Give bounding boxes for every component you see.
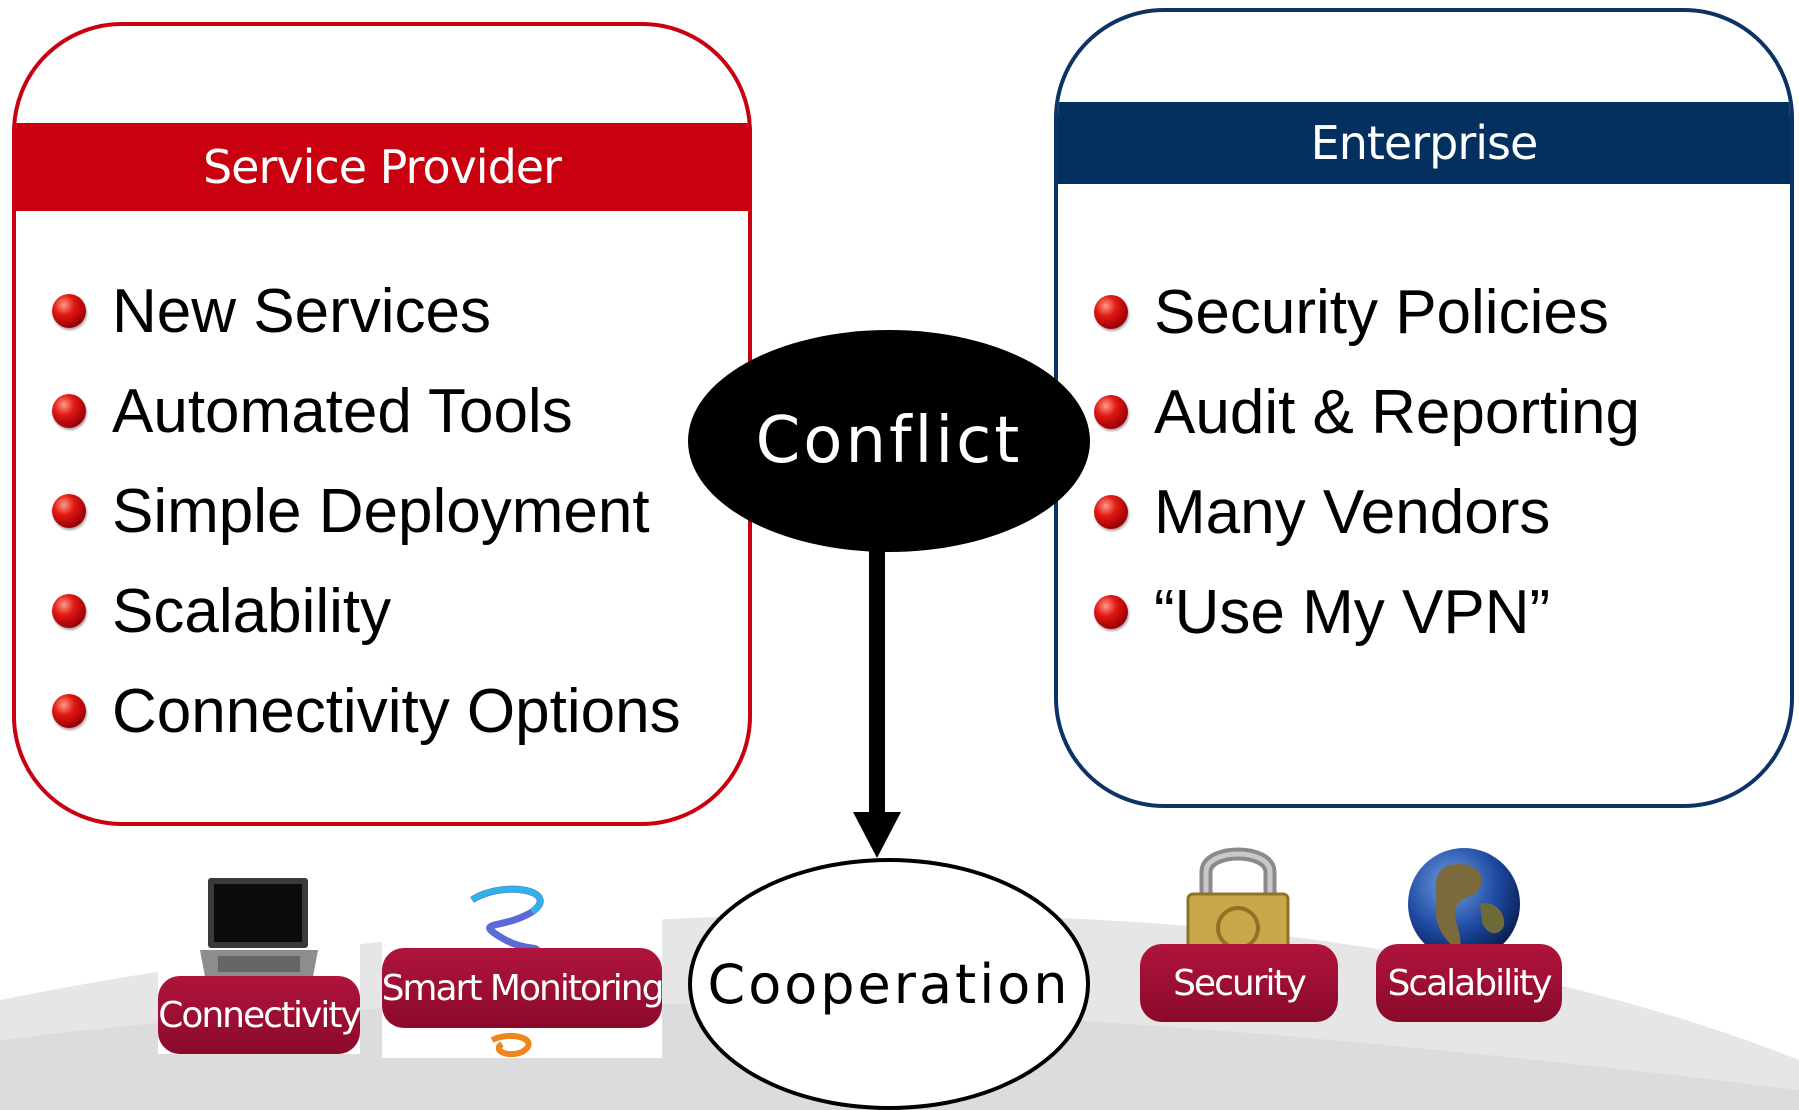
globe-icon [1408,848,1520,960]
smart-monitoring-badge: Smart Monitoring [382,880,664,1058]
bullet-icon [52,594,86,628]
enterprise-header: Enterprise [1058,102,1790,184]
bullet-icon [52,694,86,728]
service-provider-panel: Service Provider New Services Automated … [12,22,752,826]
bullet-icon [1094,495,1128,529]
badge-label: Smart Monitoring [382,948,664,1028]
list-item: Automated Tools [52,361,681,461]
connectivity-badge: Connectivity [158,872,362,1054]
list-item: Audit & Reporting [1094,362,1640,462]
list-item: Simple Deployment [52,461,681,561]
badge-label: Connectivity [158,976,362,1054]
bullet-icon [1094,395,1128,429]
service-provider-header: Service Provider [16,123,748,211]
conflict-ellipse: Conflict [688,330,1090,552]
arrow-shaft [869,548,885,818]
laptop-icon [200,878,318,985]
list-item: “Use My VPN” [1094,562,1640,662]
bullet-icon [52,494,86,528]
scalability-badge: Scalability [1376,846,1562,1022]
bullet-icon [1094,595,1128,629]
list-item: Scalability [52,561,681,661]
list-item: New Services [52,261,681,361]
bullet-icon [1094,295,1128,329]
list-item: Many Vendors [1094,462,1640,562]
service-provider-list: New Services Automated Tools Simple Depl… [52,261,681,761]
list-item: Security Policies [1094,262,1640,362]
bullet-icon [52,294,86,328]
badge-label: Scalability [1376,944,1562,1022]
bullet-icon [52,394,86,428]
arrow-down-icon [853,812,901,858]
enterprise-panel: Enterprise Security Policies Audit & Rep… [1054,8,1794,808]
badge-label: Security [1140,944,1338,1022]
enterprise-list: Security Policies Audit & Reporting Many… [1094,262,1640,662]
cooperation-ellipse: Cooperation [688,858,1090,1110]
security-badge: Security [1140,838,1338,1022]
list-item: Connectivity Options [52,661,681,761]
